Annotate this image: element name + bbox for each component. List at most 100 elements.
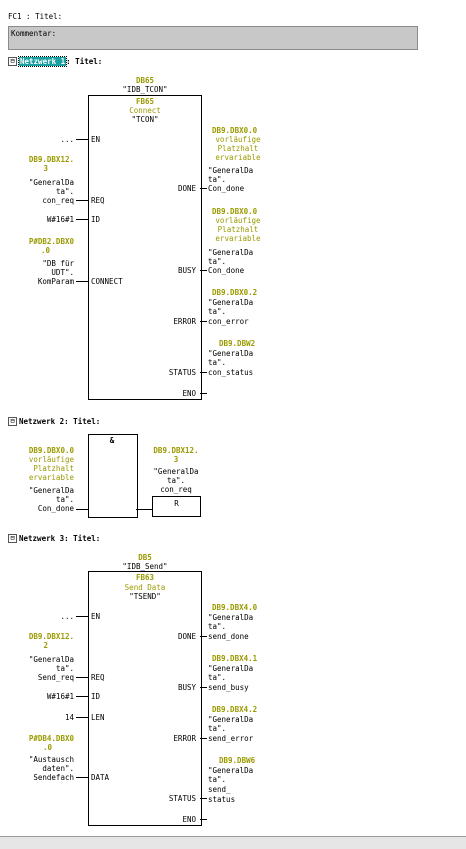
status-symbol-line3[interactable]: con_status [208, 368, 254, 377]
network-3-header[interactable]: Netzwerk 3: Titel: [19, 534, 100, 543]
busy-symbol-line3[interactable]: Con_done [208, 266, 245, 275]
comment-label: Kommentar: [11, 29, 57, 38]
instance-db-symbol: "IDB_TCON" [122, 85, 168, 94]
en-wire [76, 139, 88, 140]
busy-wire [200, 270, 207, 271]
send-error-symbol-line3[interactable]: send_error [208, 734, 254, 743]
and-box[interactable] [88, 434, 138, 518]
error-symbol-line1[interactable]: "GeneralDa [208, 298, 254, 307]
busy-address: DB9.DBX0.0 [212, 207, 258, 216]
send-done-symbol-line1[interactable]: "GeneralDa [208, 613, 254, 622]
reset-coil-label: R [174, 499, 179, 508]
send-done-pin-label: DONE [177, 632, 196, 641]
horizontal-scrollbar[interactable] [0, 836, 466, 849]
send-status-pin-label: STATUS [168, 794, 196, 803]
send-en-pin-label: EN [91, 612, 101, 621]
send-busy-symbol-line1[interactable]: "GeneralDa [208, 664, 254, 673]
send-req-symbol-line1[interactable]: "GeneralDa [28, 655, 74, 664]
reset-symbol-line1[interactable]: "GeneralDa [153, 467, 199, 476]
status-symbol-line2[interactable]: ta". [208, 358, 227, 367]
send-busy-address: DB9.DBX4.1 [212, 654, 258, 663]
send-error-symbol-line1[interactable]: "GeneralDa [208, 715, 254, 724]
done-wire [200, 188, 207, 189]
and-input-comment-line3: ervariable [28, 473, 74, 482]
connect-symbol-line2[interactable]: UDT". [51, 268, 74, 277]
send-data-symbol-line1[interactable]: "Austausch [28, 755, 74, 764]
network-3-collapse-icon[interactable]: ⊟ [8, 534, 17, 543]
send-error-address: DB9.DBX4.2 [212, 705, 258, 714]
send-done-symbol-line3[interactable]: send_done [208, 632, 249, 641]
busy-comment-line1: vorläufige [215, 216, 261, 225]
send-instance-db-number: DB5 [138, 553, 152, 562]
send-data-symbol-line2[interactable]: daten". [42, 764, 74, 773]
send-done-symbol-line2[interactable]: ta". [208, 622, 227, 631]
connect-pin-label: CONNECT [91, 277, 123, 286]
done-symbol-line2[interactable]: ta". [208, 175, 227, 184]
eno-pin-label: ENO [182, 389, 196, 398]
busy-symbol-line1[interactable]: "GeneralDa [208, 248, 254, 257]
send-id-param-value[interactable]: W#16#1 [46, 692, 74, 701]
reset-symbol-line2[interactable]: ta". [166, 476, 186, 485]
send-req-symbol-line3[interactable]: Send_req [37, 673, 74, 682]
and-input-symbol-line3[interactable]: Con_done [37, 504, 74, 513]
req-symbol-line3[interactable]: con_req [42, 196, 74, 205]
send-len-wire [76, 717, 88, 718]
send-data-symbol-line3[interactable]: Sendefach [33, 773, 74, 782]
block-comment-field[interactable]: Kommentar: [8, 26, 418, 50]
network-1-label: Netzwerk 1 [17, 56, 68, 67]
en-param-value[interactable]: ... [60, 135, 74, 144]
send-done-wire [200, 636, 207, 637]
done-symbol-line3[interactable]: Con_done [208, 184, 245, 193]
send-status-symbol-line2[interactable]: ta". [208, 775, 227, 784]
send-status-symbol-line1[interactable]: "GeneralDa [208, 766, 254, 775]
and-input-symbol-line2[interactable]: ta". [55, 495, 74, 504]
send-req-address-line2: 2 [43, 641, 48, 650]
send-status-symbol-line4[interactable]: status [208, 795, 236, 804]
send-busy-pin-label: BUSY [177, 683, 196, 692]
send-error-symbol-line2[interactable]: ta". [208, 724, 227, 733]
send-len-param-value[interactable]: 14 [64, 713, 74, 722]
send-id-wire [76, 696, 88, 697]
tsend-function-block[interactable] [88, 571, 202, 826]
tcon-function-block[interactable] [88, 95, 202, 400]
and-input-wire [76, 509, 88, 510]
and-input-symbol-line1[interactable]: "GeneralDa [28, 486, 74, 495]
send-req-symbol-line2[interactable]: ta". [55, 664, 74, 673]
send-status-symbol-line3[interactable]: send_ [208, 785, 231, 794]
id-param-value[interactable]: W#16#1 [46, 215, 74, 224]
busy-symbol-line2[interactable]: ta". [208, 257, 227, 266]
send-req-wire [76, 677, 88, 678]
and-input-address: DB9.DBX0.0 [28, 446, 74, 455]
connect-symbol-line3[interactable]: KomParam [37, 277, 74, 286]
req-symbol-line1[interactable]: "GeneralDa [28, 178, 74, 187]
connect-symbol-line1[interactable]: "DB für [42, 259, 74, 268]
send-en-param-value[interactable]: ... [60, 612, 74, 621]
req-address-line1: DB9.DBX12. [28, 155, 74, 164]
send-busy-symbol-line2[interactable]: ta". [208, 673, 227, 682]
req-address-line2: 3 [43, 164, 48, 173]
network-2-header[interactable]: Netzwerk 2: Titel: [19, 417, 100, 426]
block-title: FC1 : Titel: [8, 12, 63, 21]
req-symbol-line2[interactable]: ta". [55, 187, 74, 196]
network-1-collapse-icon[interactable]: ⊟ [8, 57, 17, 66]
and-output-wire [136, 509, 152, 510]
error-symbol-line3[interactable]: con_error [208, 317, 249, 326]
en-pin-label: EN [91, 135, 101, 144]
send-instance-db-symbol: "IDB_Send" [122, 562, 168, 571]
busy-pin-label: BUSY [177, 266, 196, 275]
busy-comment-line2: Platzhalt [217, 225, 259, 234]
status-symbol-line1[interactable]: "GeneralDa [208, 349, 254, 358]
network-2-collapse-icon[interactable]: ⊟ [8, 417, 17, 426]
send-data-address-line1: P#DB4.DBX0 [28, 734, 74, 743]
error-symbol-line2[interactable]: ta". [208, 307, 227, 316]
network-3-label: Netzwerk 3 [19, 534, 65, 543]
and-symbol: & [109, 436, 115, 445]
send-busy-symbol-line3[interactable]: send_busy [208, 683, 249, 692]
network-1-header[interactable]: Netzwerk 1: Titel: [17, 56, 102, 67]
connect-address-line1: P#DB2.DBX0 [28, 237, 74, 246]
send-eno-pin-label: ENO [182, 815, 196, 824]
reset-symbol-line3[interactable]: con_req [160, 485, 192, 494]
done-address: DB9.DBX0.0 [212, 126, 258, 135]
reset-coil-box[interactable] [152, 496, 201, 517]
done-symbol-line1[interactable]: "GeneralDa [208, 166, 254, 175]
